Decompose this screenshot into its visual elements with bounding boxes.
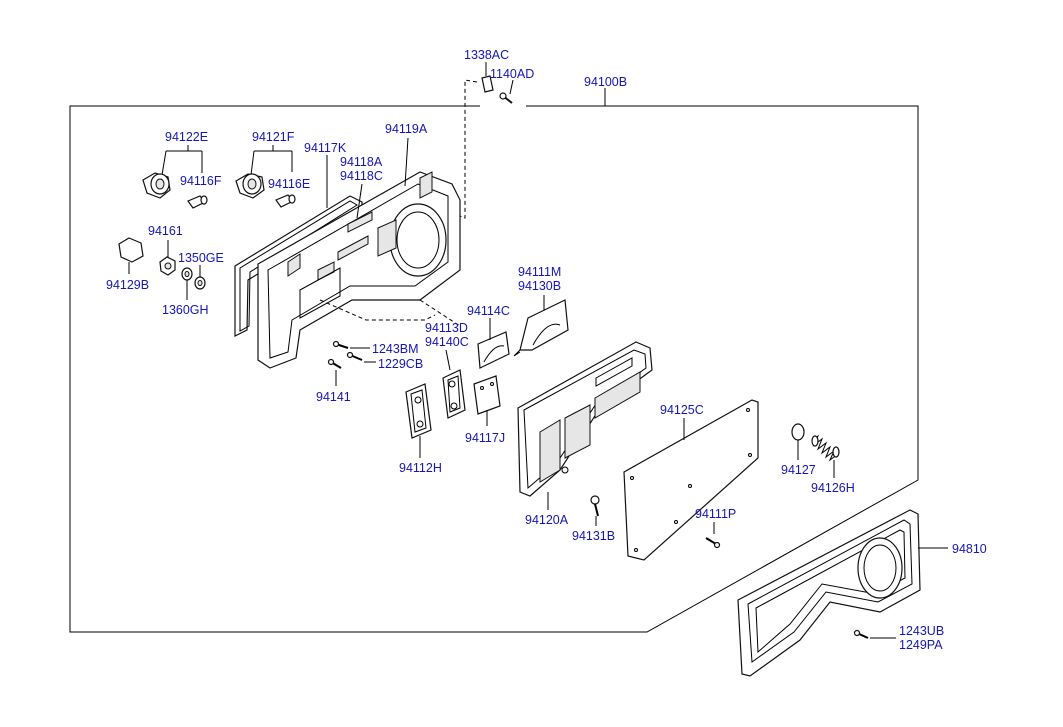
label-94117K: 94117K [304, 141, 347, 155]
assembly-boundary [69, 105, 919, 633]
screw-94131B [590, 495, 600, 526]
label-1360GH: 1360GH [162, 303, 209, 317]
gauge-94111M [513, 295, 569, 357]
label-1249PA: 1249PA [899, 638, 943, 652]
label-94129B: 94129B [106, 278, 149, 292]
label-94117J: 94117J [465, 431, 505, 445]
label-94118A: 94118A [340, 155, 383, 169]
label-94131B: 94131B [572, 529, 615, 543]
module-94113D [442, 349, 466, 419]
label-94100B: 94100B [584, 75, 627, 89]
label-94127: 94127 [781, 463, 816, 477]
label-94119A: 94119A [385, 122, 428, 136]
screw-94111P [705, 522, 721, 549]
label-94113D: 94113D [425, 321, 468, 335]
label-94116F: 94116F [180, 174, 222, 188]
screw-94141 [327, 358, 342, 386]
bulb-94116F [187, 195, 208, 209]
module-94117J [473, 375, 501, 426]
clip-1338AC [481, 62, 494, 93]
module-94112H [405, 383, 432, 458]
label-94130B: 94130B [518, 279, 561, 293]
label-94118C: 94118C [340, 169, 383, 183]
knob-94129B [118, 237, 144, 274]
gauge-94114C [477, 318, 510, 369]
cover-94810 [737, 509, 948, 677]
spring-94126H [811, 434, 840, 478]
bulb-socket-94122E [142, 145, 203, 199]
screw-1229CB [346, 351, 376, 363]
label-1338AC: 1338AC [464, 48, 509, 62]
housing-94119A [257, 137, 461, 369]
label-1140AD: 1140AD [490, 67, 534, 81]
label-94111P: 94111P [695, 507, 736, 521]
label-94120A: 94120A [525, 513, 569, 527]
label-94111M: 94111M [518, 265, 561, 279]
washer-1360GH [181, 267, 193, 300]
label-1243UB: 1243UB [899, 624, 944, 638]
washer-1350GE [194, 265, 206, 290]
label-94116E: 94116E [268, 177, 310, 191]
label-94141: 94141 [316, 390, 351, 404]
screw-1243UB [853, 629, 896, 639]
ring-94127 [791, 423, 805, 460]
bulb-94116E [275, 194, 296, 208]
label-94161: 94161 [148, 224, 183, 238]
label-94112H: 94112H [399, 461, 442, 475]
label-94810: 94810 [952, 542, 987, 556]
dashed-guide-housing-2 [419, 299, 461, 327]
nut-94161 [159, 240, 176, 276]
label-94125C: 94125C [660, 403, 704, 417]
screw-1140AD [499, 79, 514, 104]
label-94140C: 94140C [425, 335, 469, 349]
label-1243BM: 1243BM [372, 342, 419, 356]
dashed-guide-housing [319, 299, 436, 321]
bezel-94120A [517, 341, 653, 510]
label-94114C: 94114C [467, 304, 510, 318]
label-94122E: 94122E [165, 130, 208, 144]
label-94121F: 94121F [252, 130, 295, 144]
label-94126H: 94126H [811, 481, 855, 495]
label-1229CB: 1229CB [378, 357, 423, 371]
lens-94125C [623, 399, 759, 561]
label-1350GE: 1350GE [178, 251, 224, 265]
screw-1243BM [332, 340, 370, 349]
bulb-socket-94121F [235, 145, 293, 199]
